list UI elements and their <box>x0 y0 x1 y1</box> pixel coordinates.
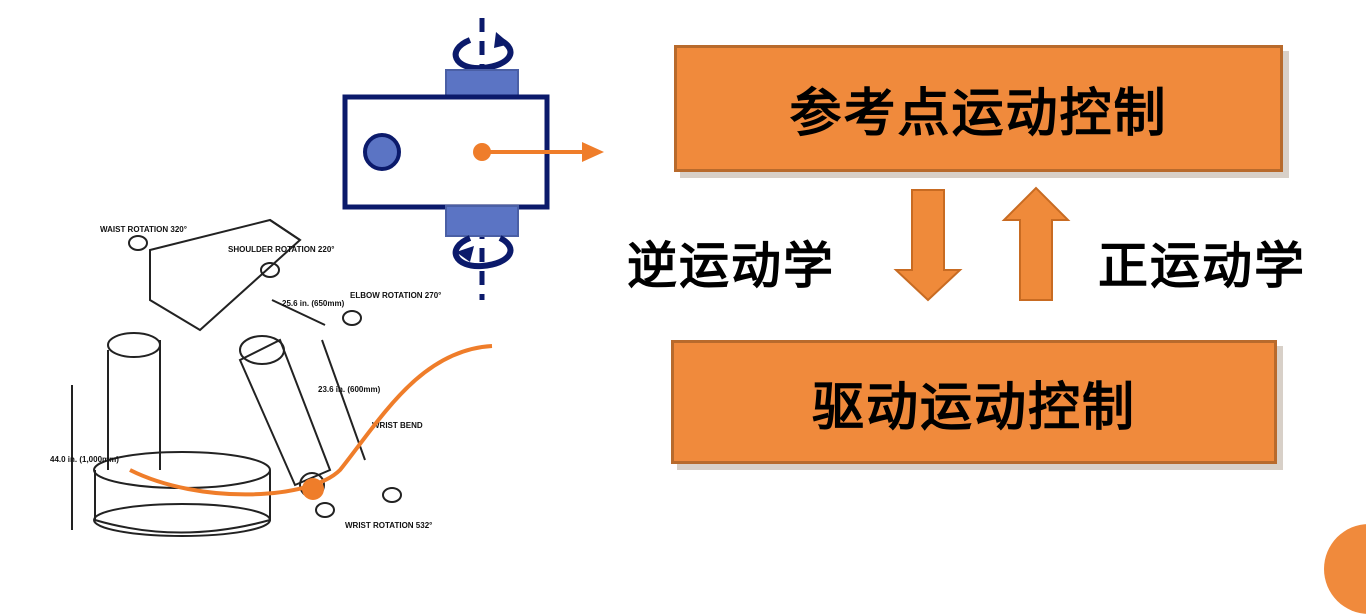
elbow-rotation-label: ELBOW ROTATION 270° <box>350 291 441 300</box>
height-dimension: 44.0 in. (1,000mm) <box>50 455 119 464</box>
shoulder-rotation-label: SHOULDER ROTATION 220° <box>228 245 334 254</box>
waist-rotation-label: WAIST ROTATION 320° <box>100 225 187 234</box>
wrist-rotation-label: WRIST ROTATION 532° <box>345 521 432 530</box>
inverse-kinematics-arrow <box>893 189 963 302</box>
corner-decoration <box>1324 524 1366 614</box>
top-rotation-icon <box>452 37 514 72</box>
reference-point <box>473 143 491 161</box>
reference-point-control-label: 参考点运动控制 <box>789 84 1168 144</box>
link-body <box>342 94 550 210</box>
inverse-kinematics-label: 逆运动学 <box>627 237 835 295</box>
upper-arm-dimension: 25.6 in. (650mm) <box>282 299 345 308</box>
end-effector-point <box>302 478 324 500</box>
bottom-bearing <box>445 205 519 237</box>
drive-motion-control-label: 驱动运动控制 <box>811 377 1136 438</box>
forward-kinematics-label: 正运动学 <box>1098 237 1306 295</box>
bottom-rotation-icon <box>452 235 514 270</box>
drive-motion-control-box: 驱动运动控制 <box>671 340 1277 464</box>
wrist-bend-label: WRIST BEND <box>372 421 423 430</box>
forward-kinematics-arrow <box>1001 186 1071 301</box>
top-bearing <box>445 69 519 101</box>
reference-point-control-box: 参考点运动控制 <box>674 45 1283 172</box>
forearm-dimension: 23.6 in. (600mm) <box>318 385 381 394</box>
trajectory-curve <box>129 344 493 497</box>
pin-joint <box>363 133 401 171</box>
